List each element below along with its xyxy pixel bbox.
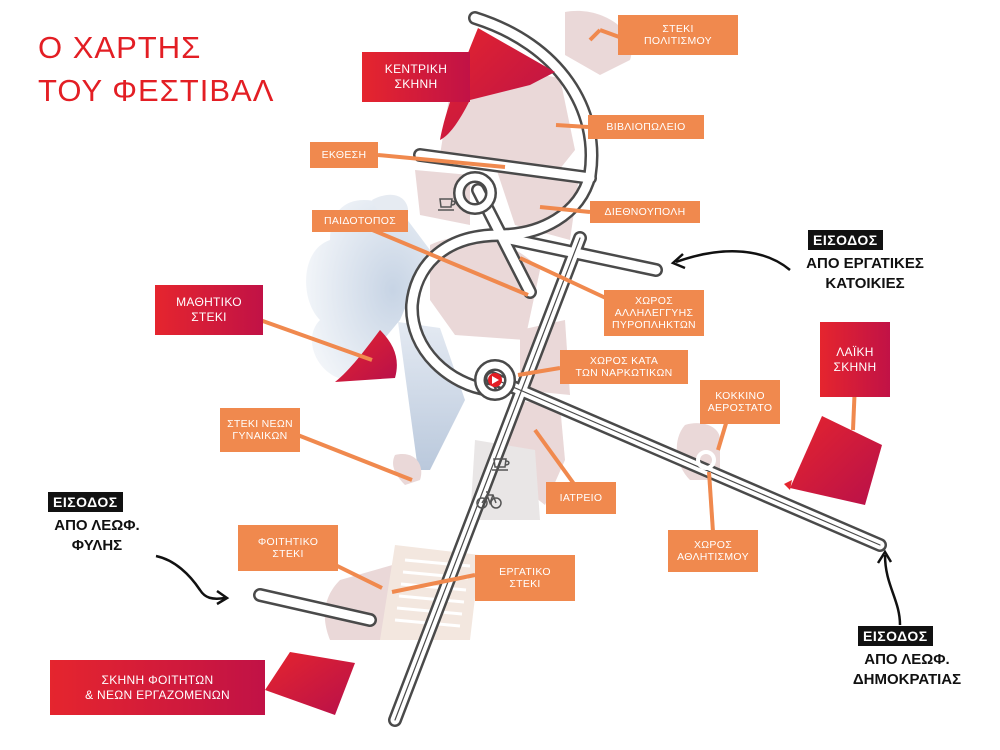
label-paidotopos: ΠΑΙΔΟΤΟΠΟΣ [312,210,408,232]
entry-tag-ergatikes: ΕΙΣΟΔΟΣ [808,230,883,250]
label-ekthesi: ΕΚΘΕΣΗ [310,142,378,168]
entry-leof-dimokratias: ΑΠΟ ΛΕΩΦ. ΔΗΜΟΚΡΑΤΙΑΣ [852,651,962,688]
label-vivliopoleio: ΒΙΒΛΙΟΠΩΛΕΙΟ [588,115,704,139]
entry-tag-fylis: ΕΙΣΟΔΟΣ [48,492,123,512]
label-foititiko-steki: ΦΟΙΤΗΤΙΚΟ ΣΤΕΚΙ [238,525,338,571]
park-strip [398,322,465,470]
map-title-line-1: Ο ΧΑΡΤΗΣ [38,30,202,65]
stage-mathitiko-steki: ΜΑΘΗΤΙΚΟ ΣΤΕΚΙ [155,285,263,335]
label-xoros-allilegyis: ΧΩΡΟΣ ΑΛΛΗΛΕΓΓΥΗΣ ΠΥΡΟΠΛΗΚΤΩΝ [604,290,704,336]
label-steki-politismou: ΣΤΕΚΙ ΠΟΛΙΤΙΣΜΟΥ [618,15,738,55]
label-ergatiko-steki: ΕΡΓΑΤΙΚΟ ΣΤΕΚΙ [475,555,575,601]
stage-skini-foititon: ΣΚΗΝΗ ΦΟΙΤΗΤΩΝ & ΝΕΩΝ ΕΡΓΑΖΟΜΕΝΩΝ [50,660,265,715]
stage-laiki-skini: ΛΑΪΚΗ ΣΚΗΝΗ [820,322,890,397]
cafe-icon [492,458,510,471]
label-kokkino-aerostato: ΚΟΚΚΙΝΟ ΑΕΡΟΣΤΑΤΟ [700,380,780,424]
stage-foititon-shape [265,652,355,715]
label-xoros-athlitismou: ΧΩΡΟΣ ΑΘΛΗΤΙΣΜΟΥ [668,530,758,572]
entry-arrows [155,250,902,626]
cafe-icon [438,198,456,211]
entry-leof-fylis: ΑΠΟ ΛΕΩΦ. ΦΥΛΗΣ [54,517,140,554]
park-area [306,200,430,380]
label-xoros-kata-narkotikon: ΧΩΡΟΣ ΚΑΤΑ ΤΩΝ ΝΑΡΚΩΤΙΚΩΝ [560,350,688,384]
play-icon [488,373,502,387]
entry-tag-dimokratias: ΕΙΣΟΔΟΣ [858,626,933,646]
stage-laiki-shape [790,416,882,505]
label-steki-neon-gynaikon: ΣΤΕΚΙ ΝΕΩΝ ΓΥΝΑΙΚΩΝ [220,408,300,452]
label-iatreio: ΙΑΤΡΕΙΟ [546,482,616,514]
map-title-line-2: ΤΟΥ ΦΕΣΤΙΒΑΛ [38,73,275,108]
bicycle-icon [476,491,502,509]
entry-ergatikes-katoikies: ΑΠΟ ΕΡΓΑΤΙΚΕΣ ΚΑΤΟΙΚΙΕΣ [806,255,924,292]
label-diethnoupoli: ΔΙΕΘΝΟΥΠΟΛΗ [590,201,700,223]
stage-kentriki-skini: ΚΕΝΤΡΙΚΗ ΣΚΗΝΗ [362,52,470,102]
